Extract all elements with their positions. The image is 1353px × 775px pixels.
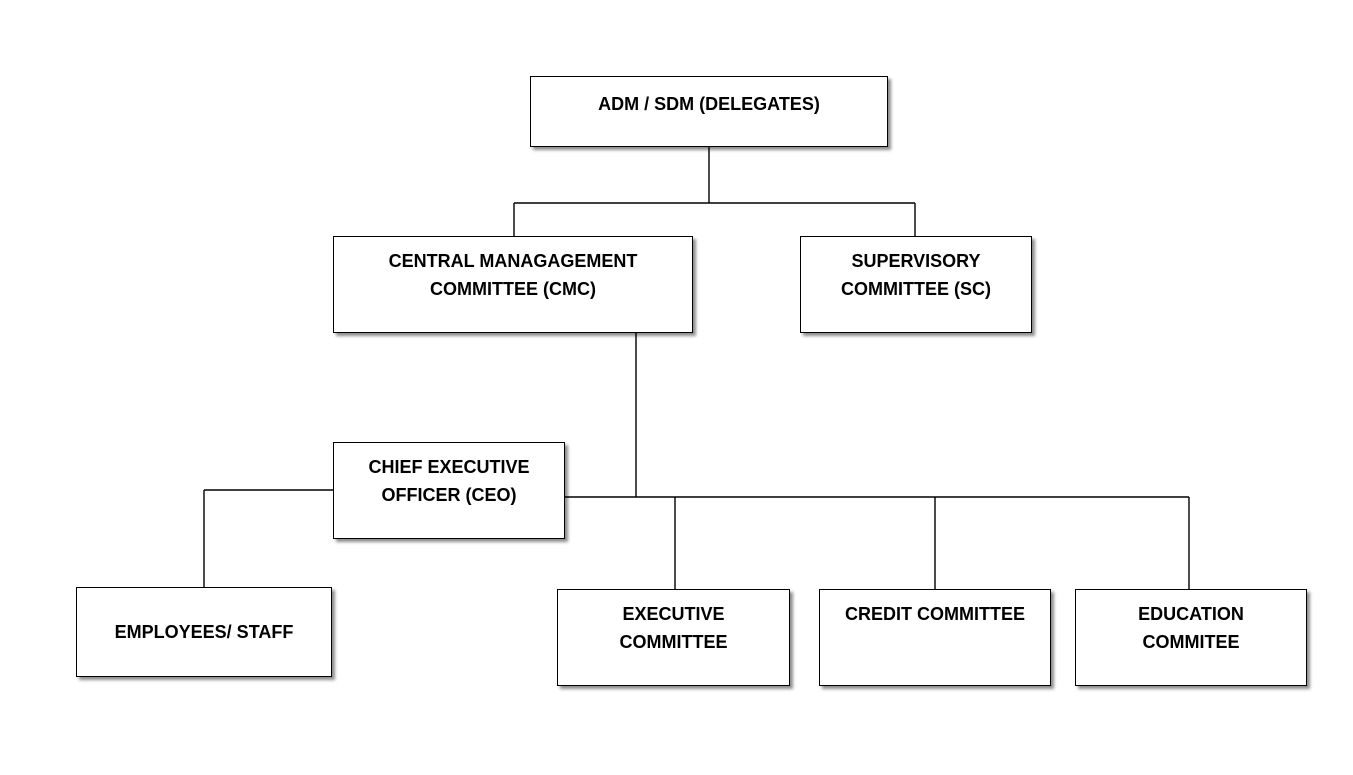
node-label: CREDIT COMMITTEE xyxy=(845,604,1025,624)
node-label: COMMITEE xyxy=(1142,632,1240,652)
node-label: COMMITTEE (SC) xyxy=(841,279,991,299)
node-label: ADM / SDM (DELEGATES) xyxy=(598,94,820,114)
node-label: OFFICER (CEO) xyxy=(381,485,517,505)
node-label: EMPLOYEES/ STAFF xyxy=(114,622,294,642)
node-education-committee: EDUCATION COMMITEE xyxy=(1075,589,1307,686)
node-employees-staff: EMPLOYEES/ STAFF xyxy=(76,587,332,677)
node-label: CENTRAL MANAGAGEMENT xyxy=(388,251,638,271)
node-label: COMMITTEE (CMC) xyxy=(430,279,596,299)
node-supervisory-committee: SUPERVISORY COMMITTEE (SC) xyxy=(800,236,1032,333)
node-label: EDUCATION xyxy=(1138,604,1244,624)
node-credit-committee: CREDIT COMMITTEE xyxy=(819,589,1051,686)
node-label: COMMITTEE xyxy=(619,632,728,652)
node-chief-executive-officer: CHIEF EXECUTIVE OFFICER (CEO) xyxy=(333,442,565,539)
node-label: EXECUTIVE xyxy=(622,604,725,624)
node-label: SUPERVISORY xyxy=(851,251,981,271)
node-adm-sdm-delegates: ADM / SDM (DELEGATES) xyxy=(530,76,888,147)
node-central-management-committee: CENTRAL MANAGAGEMENT COMMITTEE (CMC) xyxy=(333,236,693,333)
node-label: CHIEF EXECUTIVE xyxy=(368,457,530,477)
node-executive-committee: EXECUTIVE COMMITTEE xyxy=(557,589,790,686)
